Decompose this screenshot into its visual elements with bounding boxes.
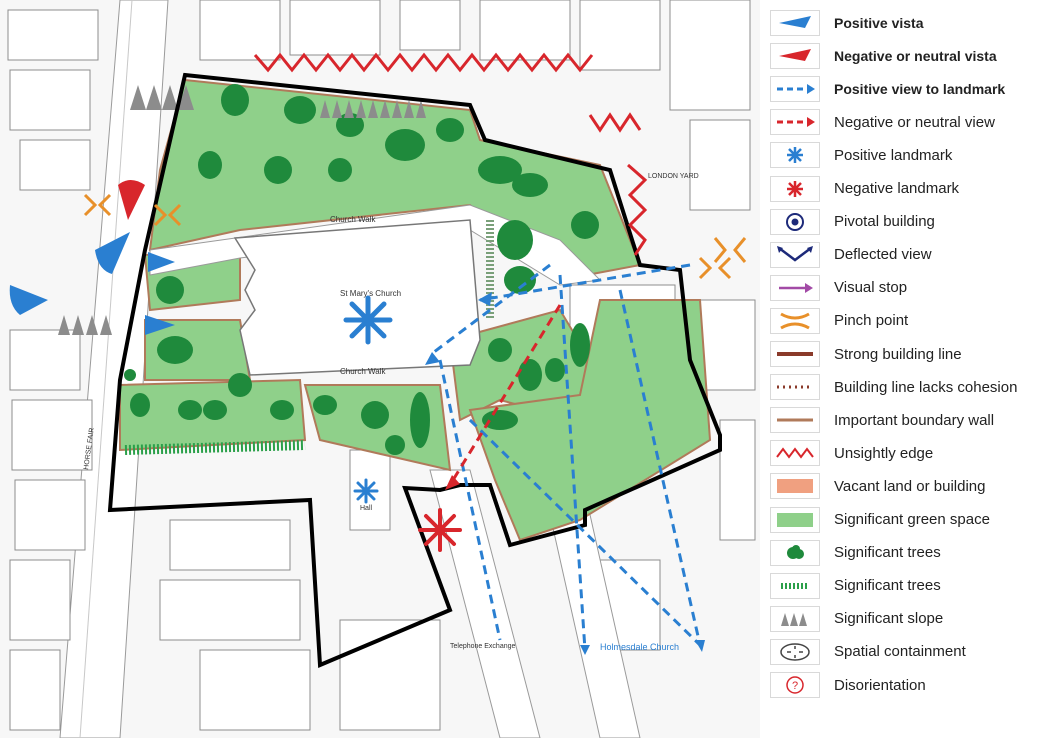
legend-item: Vacant land or building (770, 471, 1051, 501)
legend-item: Negative or neutral view (770, 107, 1051, 137)
blue-dashed-arrow-icon (770, 76, 820, 103)
svg-text:?: ? (792, 680, 798, 692)
legend-label: Positive view to landmark (834, 81, 1006, 98)
positive-landmark-church (343, 295, 393, 345)
legend-item: Significant green space (770, 505, 1051, 535)
legend-label: Spatial containment (834, 643, 966, 661)
telephone-exchange-label: Telephone Exchange (450, 643, 515, 650)
legend-item: Deflected view (770, 240, 1051, 270)
legend-label: Visual stop (834, 279, 908, 297)
tree-rows (124, 220, 494, 455)
legend-item: Positive view to landmark (770, 74, 1051, 104)
legend-item: Significant trees (770, 571, 1051, 601)
spatial-containment-icon (770, 638, 820, 665)
legend-label: Pinch point (834, 312, 909, 330)
legend-label: Strong building line (834, 345, 962, 363)
legend-item: Pinch point (770, 306, 1051, 336)
deflected-view-icon (770, 241, 820, 268)
legend-label: Significant trees (834, 544, 941, 562)
legend-label: Negative landmark (834, 180, 960, 197)
views-to-landmark (429, 263, 702, 651)
legend-label: Building line lacks cohesion (834, 378, 1018, 396)
green-space-icon (770, 506, 820, 533)
legend-item: ? Disorientation (770, 670, 1051, 700)
st-marys-church (233, 219, 481, 376)
pinch-points (83, 193, 747, 280)
unsightly-edges (253, 52, 648, 256)
legend-item: Strong building line (770, 339, 1051, 369)
negative-landmark (418, 508, 462, 552)
slope-icon (770, 605, 820, 632)
conservation-area-map: St Mary's Church Church Walk Church Walk… (7, 0, 756, 738)
conservation-boundary (107, 72, 722, 668)
legend-item: Spatial containment (770, 637, 1051, 667)
positive-landmark-hall (353, 478, 379, 504)
legend-label: Deflected view (834, 246, 932, 264)
london-yard-label: LONDON YARD (648, 173, 699, 180)
legend-label: Negative or neutral vista (834, 48, 997, 65)
red-dashed-arrow-icon (770, 109, 820, 136)
legend-item: Positive landmark (770, 140, 1051, 170)
legend-item: Important boundary wall (770, 405, 1051, 435)
legend-label: Pivotal building (834, 213, 935, 231)
legend-item: Building line lacks cohesion (770, 372, 1051, 402)
holmesdale-label: Holmesdale Church (600, 642, 679, 652)
legend-item: Visual stop (770, 273, 1051, 303)
church-walk-top-label: Church Walk (330, 215, 376, 224)
legend-label: Important boundary wall (834, 411, 995, 429)
visual-stop-arrow-icon (770, 274, 820, 301)
red-vista-icon (770, 43, 820, 70)
legend-label: Disorientation (834, 676, 926, 694)
blue-vista-icon (770, 10, 820, 36)
question-mark-icon: ? (770, 672, 820, 698)
dotted-line-icon (770, 374, 820, 401)
boundary-wall-icon (770, 407, 820, 434)
legend-item: Negative landmark (770, 174, 1051, 204)
zigzag-icon (770, 440, 820, 467)
tree-blob-icon (770, 539, 820, 566)
legend-label: Positive vista (834, 15, 924, 31)
legend-label: Positive landmark (834, 146, 953, 164)
legend-label: Vacant land or building (834, 477, 986, 495)
tree-row-icon (770, 572, 820, 599)
strong-line-icon (770, 341, 820, 367)
vista-fans (9, 180, 175, 335)
legend-label: Significant green space (834, 511, 990, 528)
hall-label: Hall (360, 505, 373, 512)
legend-label: Significant trees (834, 577, 941, 595)
vacant-land-icon (770, 473, 820, 500)
legend-item: Pivotal building (770, 207, 1051, 237)
pivotal-building-icon (770, 208, 820, 235)
legend-item: Unsightly edge (770, 438, 1051, 468)
legend-item: Significant slope (770, 604, 1051, 634)
legend-label: Negative or neutral view (834, 113, 995, 131)
pinch-point-icon (770, 307, 820, 334)
blue-asterisk-icon (770, 142, 820, 169)
legend-item: Positive vista (770, 8, 1051, 38)
legend-label: Significant slope (834, 610, 944, 628)
legend-item: Significant trees (770, 538, 1051, 568)
slope-markers (58, 85, 426, 335)
church-walk-bottom-label: Church Walk (340, 367, 386, 376)
tree-clumps (124, 84, 599, 455)
red-asterisk-icon (770, 175, 820, 202)
legend-label: Unsightly edge (834, 444, 934, 462)
church-label: St Mary's Church (340, 289, 401, 298)
legend-item: Negative or neutral vista (770, 41, 1051, 71)
